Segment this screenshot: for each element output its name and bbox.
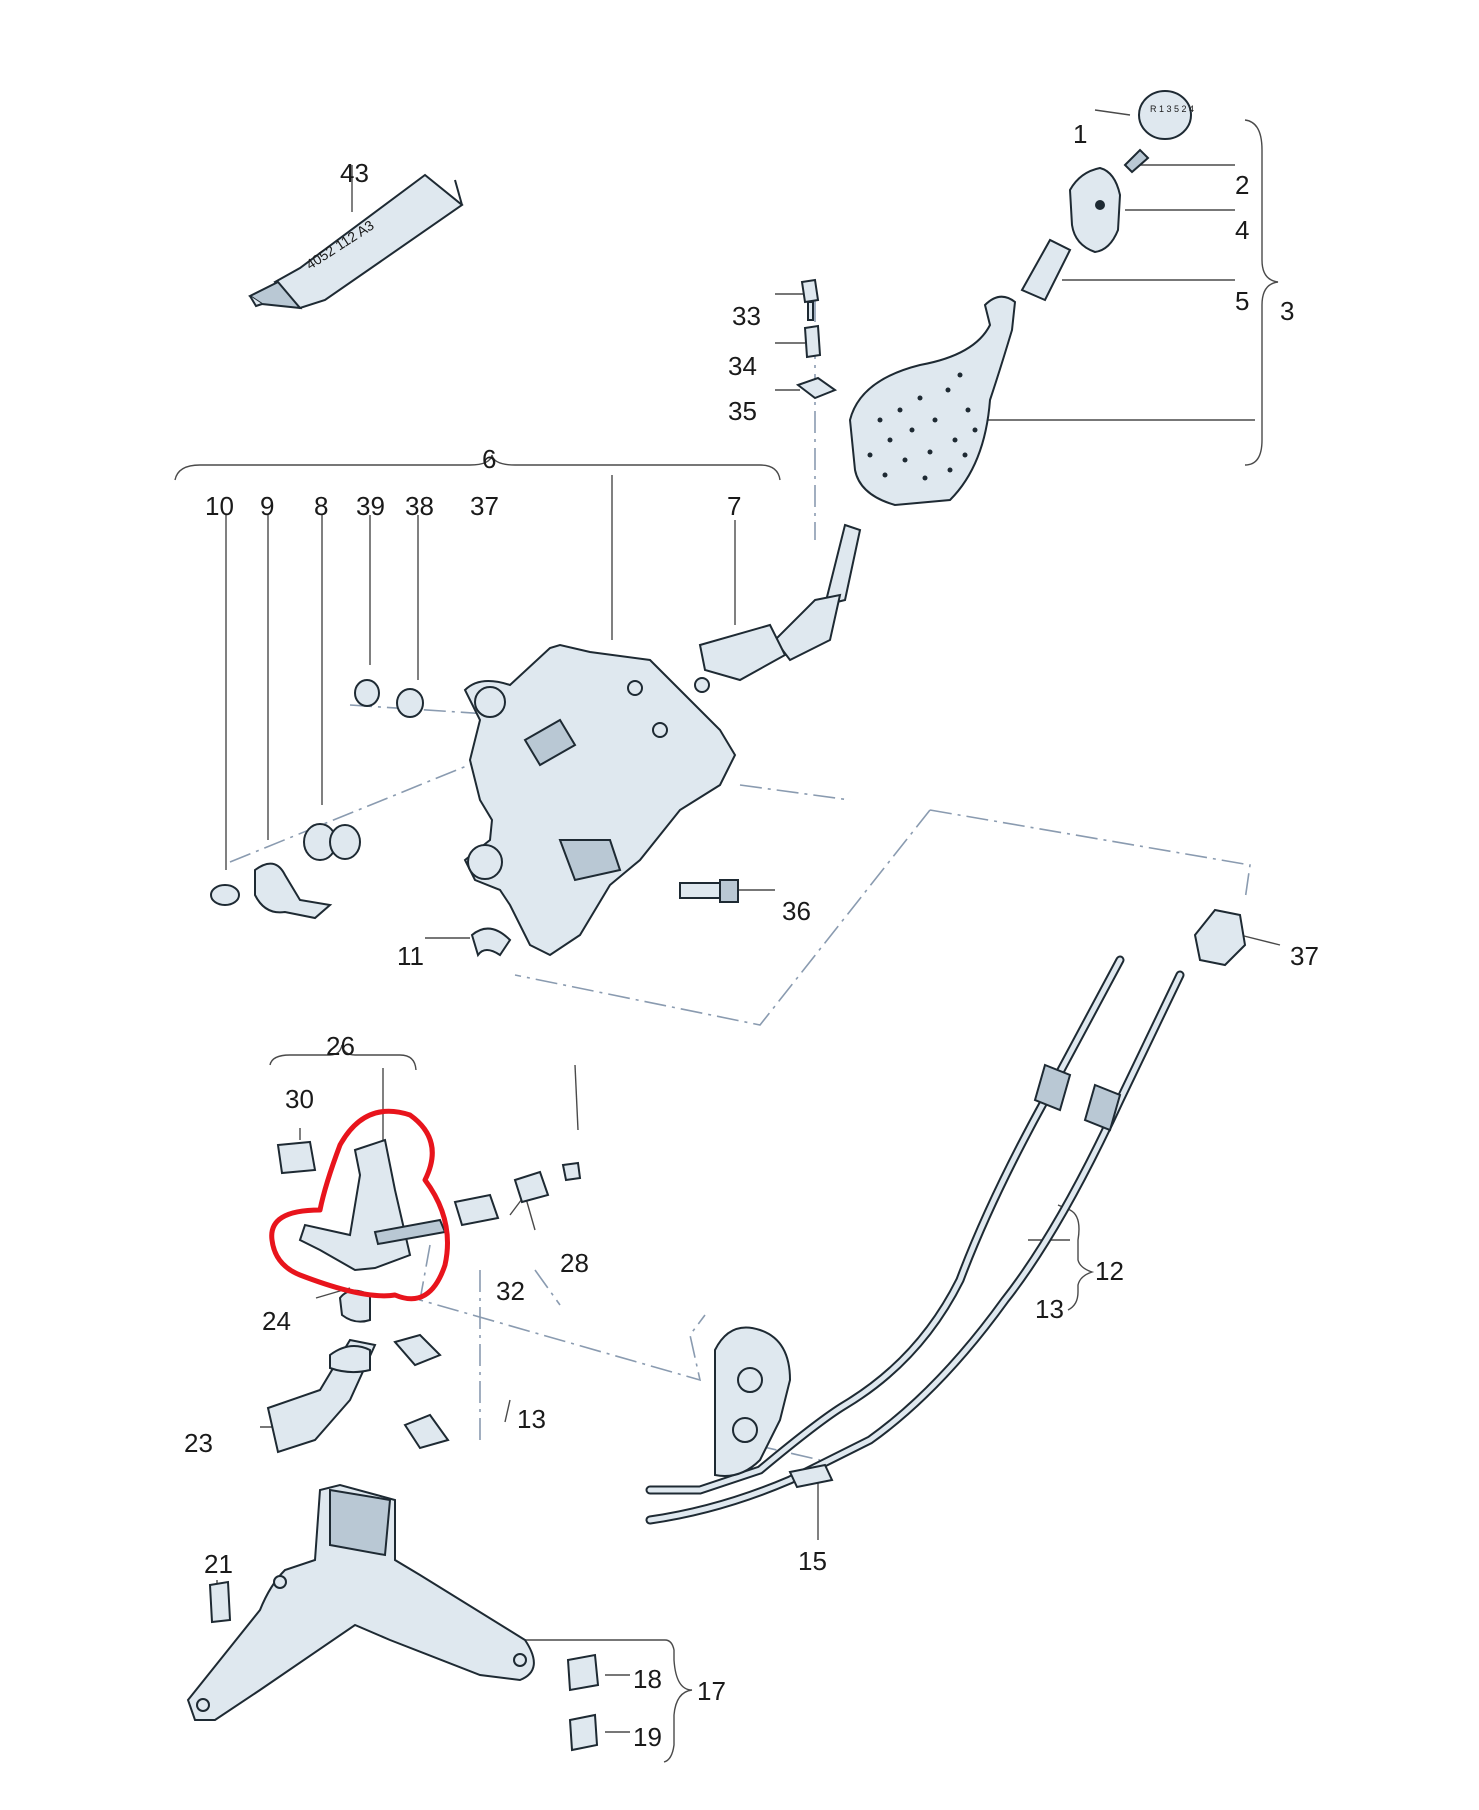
label-15: 15	[798, 1546, 827, 1576]
label-13-clip: 13	[517, 1404, 546, 1434]
label-10: 10	[205, 491, 234, 521]
mounting-bracket-group	[186, 1483, 600, 1752]
label-43: 43	[340, 158, 369, 188]
label-2: 2	[1235, 170, 1249, 200]
label-35: 35	[728, 396, 757, 426]
shift-knob-group: R 1 3 5 2 4	[848, 90, 1194, 507]
callout-labels: 1 2 3 4 5 6 7 8 9 10 11 12 13 13 15 17 1…	[184, 119, 1319, 1752]
label-34: 34	[728, 351, 757, 381]
label-13-cable: 13	[1035, 1294, 1064, 1324]
label-33: 33	[732, 301, 761, 331]
label-26: 26	[326, 1031, 355, 1061]
label-36: 36	[782, 896, 811, 926]
label-12: 12	[1095, 1256, 1124, 1286]
label-38: 38	[405, 491, 434, 521]
selector-housing	[463, 643, 737, 957]
label-32: 32	[496, 1276, 525, 1306]
label-6: 6	[482, 444, 496, 474]
shift-cables	[393, 955, 1185, 1525]
alignment-lines	[229, 300, 1251, 1461]
label-24: 24	[262, 1306, 291, 1336]
label-8: 8	[314, 491, 328, 521]
label-37-cable: 37	[1290, 941, 1319, 971]
grease-tube: 4052 112 A3	[248, 173, 464, 310]
knob-pattern-text: R 1 3 5 2 4	[1150, 104, 1194, 114]
label-5: 5	[1235, 286, 1249, 316]
bracket-assembly	[266, 1138, 582, 1454]
label-11: 11	[397, 941, 424, 971]
shift-lever-lower	[694, 523, 862, 693]
label-39: 39	[356, 491, 385, 521]
label-37-top: 37	[470, 491, 499, 521]
label-30: 30	[285, 1084, 314, 1114]
label-4: 4	[1235, 215, 1249, 245]
label-1: 1	[1073, 119, 1087, 149]
cable-end-part	[1193, 908, 1247, 967]
highlight-outline	[269, 1108, 450, 1302]
label-17: 17	[697, 1676, 726, 1706]
label-3: 3	[1280, 296, 1294, 326]
label-28: 28	[560, 1248, 589, 1278]
bolt-pin-nut-group	[795, 278, 838, 400]
label-9: 9	[260, 491, 274, 521]
label-21: 21	[204, 1549, 233, 1579]
label-18: 18	[633, 1664, 662, 1694]
label-19: 19	[633, 1722, 662, 1752]
bushing-clip-group	[210, 679, 739, 958]
leader-lines	[174, 109, 1281, 1763]
label-23: 23	[184, 1428, 213, 1458]
label-7: 7	[727, 491, 741, 521]
